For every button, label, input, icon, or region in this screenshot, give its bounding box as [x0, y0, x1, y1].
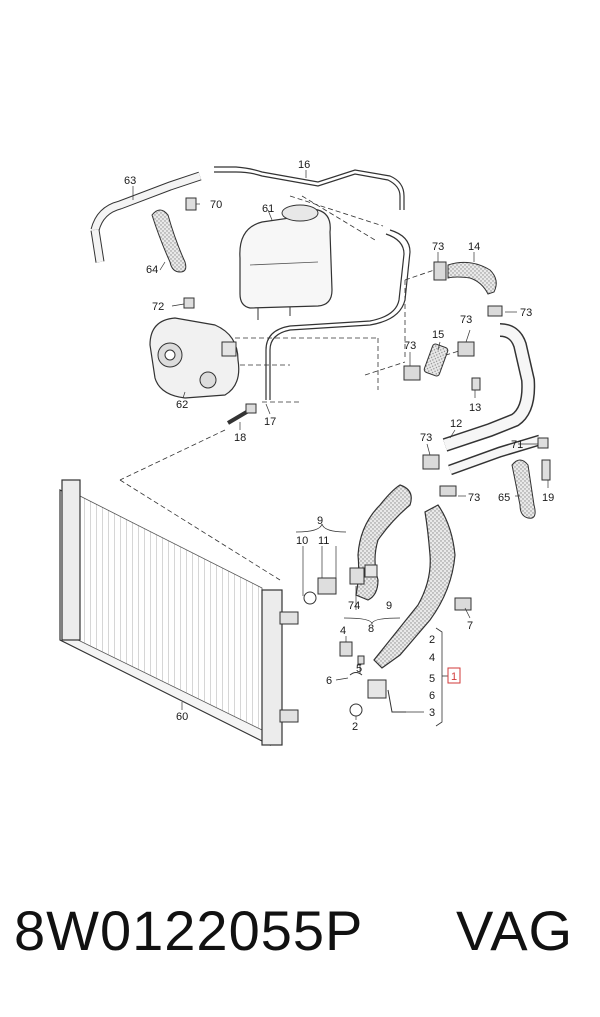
callout-71: 71 [511, 439, 523, 451]
callout-62: 62 [176, 399, 188, 411]
callout-9-a: 9 [317, 515, 323, 527]
callout-73-e: 73 [420, 432, 432, 444]
callout-73-a: 73 [432, 241, 444, 253]
callout-3: 3 [429, 707, 435, 719]
bleed-pipe-16 [214, 166, 405, 210]
brand-name: VAG [456, 899, 574, 962]
callout-8: 8 [368, 623, 374, 635]
callout-13: 13 [469, 402, 481, 414]
part-number: 8W0122055P [14, 899, 364, 962]
highlight-box [447, 667, 461, 684]
small-fasteners [183, 197, 551, 481]
radiator-60 [59, 479, 299, 746]
leader-lines [132, 170, 549, 720]
callout-64: 64 [146, 264, 158, 276]
callout-73-b: 73 [520, 307, 532, 319]
callout-2-b: 2 [429, 634, 435, 646]
callout-15: 15 [432, 329, 444, 341]
callout-60: 60 [176, 711, 188, 723]
hose-14 [447, 261, 497, 295]
callout-70: 70 [210, 199, 222, 211]
callout-2-a: 2 [352, 721, 358, 733]
hose-64 [151, 209, 187, 273]
callout-6-b: 6 [429, 690, 435, 702]
expansion-tank-61 [239, 204, 333, 320]
callout-bracket [435, 627, 448, 727]
callout-63: 63 [124, 175, 136, 187]
callout-16: 16 [298, 159, 310, 171]
callout-6-a: 6 [326, 675, 332, 687]
bolt-18 [226, 403, 257, 425]
coolant-pipe-63 [90, 171, 202, 263]
callout-74: 74 [348, 600, 360, 612]
sensor-and-clips [339, 641, 406, 717]
callout-5-a: 5 [356, 663, 362, 675]
hose-clamps-73 [403, 261, 503, 611]
callout-5-b: 5 [429, 673, 435, 685]
callout-10: 10 [296, 535, 308, 547]
callout-73-d: 73 [404, 340, 416, 352]
water-pump-62 [149, 317, 240, 399]
callout-4-b: 4 [429, 652, 435, 664]
cooling-system-diagram: 63 16 61 70 64 72 62 18 17 14 73 73 73 1… [59, 159, 554, 746]
callout-18: 18 [234, 432, 246, 444]
callout-65: 65 [498, 492, 510, 504]
callout-73-c: 73 [460, 314, 472, 326]
hose-15 [423, 343, 449, 377]
callout-1: 1 [451, 671, 457, 683]
hose-65 [511, 459, 536, 519]
callout-12: 12 [450, 418, 462, 430]
connector-assembly-8 [303, 564, 378, 605]
callout-19: 19 [542, 492, 554, 504]
callout-labels: 63 16 61 70 64 72 62 18 17 14 73 73 73 1… [124, 159, 554, 733]
callout-73-f: 73 [468, 492, 480, 504]
bleed-pipe-17 [265, 229, 411, 400]
callout-17: 17 [264, 416, 276, 428]
callout-9-b: 9 [386, 600, 392, 612]
highlight-callout-1: 1 [447, 667, 461, 684]
callout-7: 7 [467, 620, 473, 632]
callout-14: 14 [468, 241, 480, 253]
callout-61: 61 [262, 203, 274, 215]
callout-11: 11 [318, 535, 329, 547]
callout-4-a: 4 [340, 625, 346, 637]
callout-72: 72 [152, 301, 164, 313]
